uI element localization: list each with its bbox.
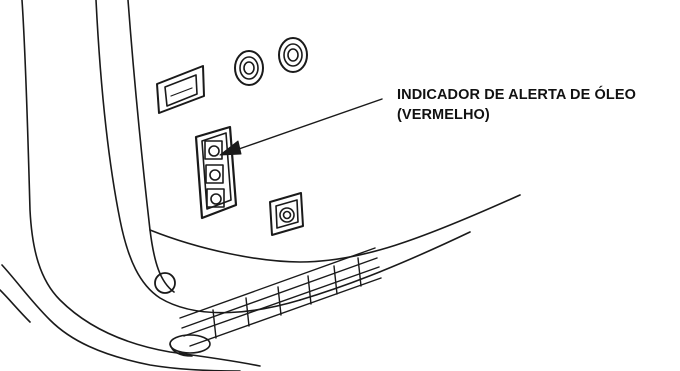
oil-alert-label: INDICADOR DE ALERTA DE ÓLEO (VERMELHO): [397, 85, 677, 125]
corner-screw: [154, 272, 176, 294]
bottom-foot: [169, 334, 211, 357]
oil-alert-label-line-2: (VERMELHO): [397, 107, 490, 123]
housing-outline: [0, 0, 301, 371]
rocker-switch: [156, 65, 205, 114]
oil-alert-indicator-module: [194, 125, 238, 220]
oil-alert-label-line-1: INDICADOR DE ALERTA DE ÓLEO: [397, 87, 636, 103]
ventilation-grille: [179, 247, 382, 347]
callout-leader: [219, 98, 383, 156]
round-lamps: [234, 37, 308, 86]
panel-edge: [149, 194, 521, 301]
small-socket: [269, 192, 304, 236]
